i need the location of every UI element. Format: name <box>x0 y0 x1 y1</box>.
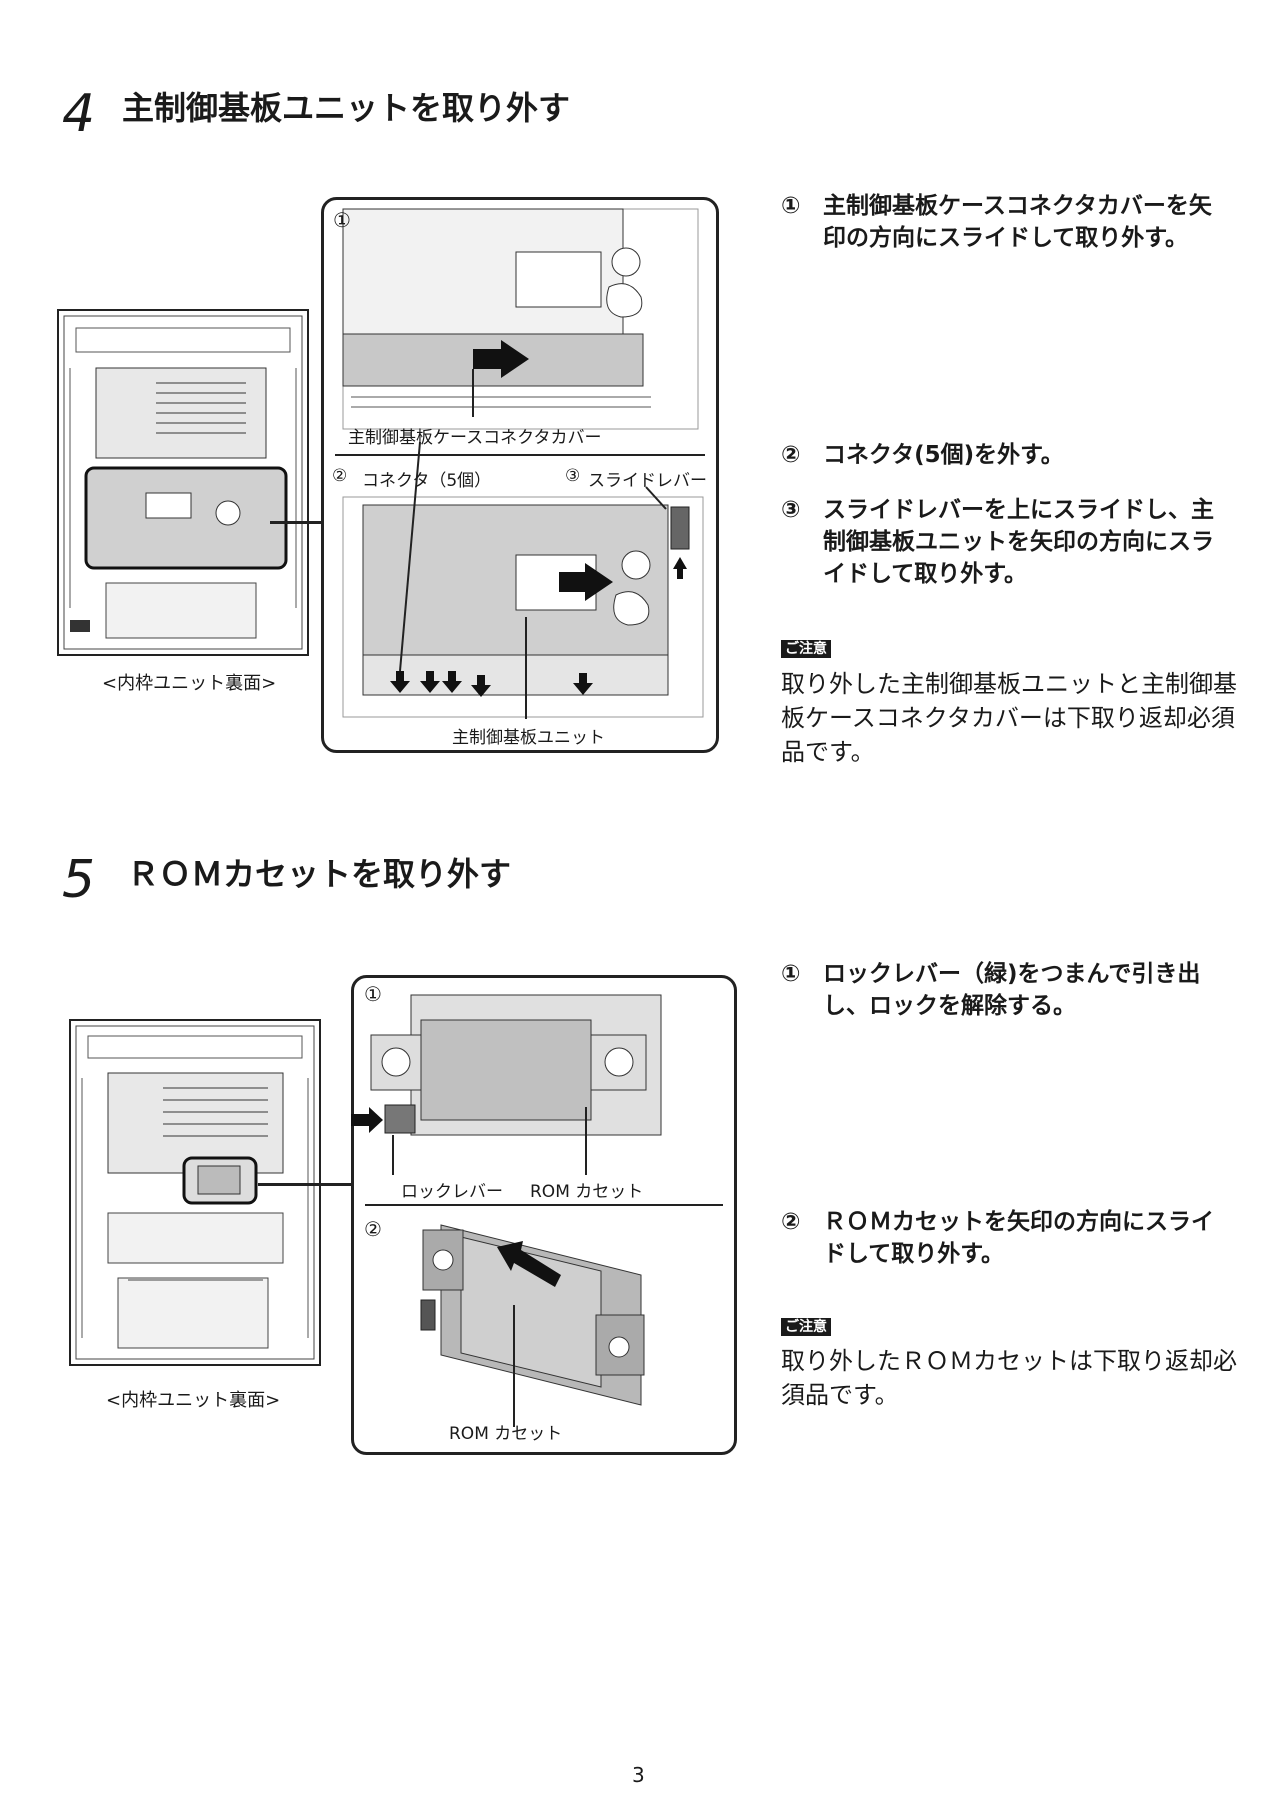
page-number: 3 <box>632 1763 645 1787</box>
section-5-title: ＲＯＭカセットを取り外す <box>127 855 512 893</box>
panel-2-number: ② <box>332 466 348 486</box>
section-5-panel-1-number: ① <box>364 982 382 1006</box>
section-4-number: 4 <box>62 84 96 144</box>
section-5-note-text: 取り外したＲＯＭカセットは下取り返却必須品です。 <box>781 1347 1237 1409</box>
section-5-note-badge: ご注意 <box>781 1318 831 1336</box>
section-4-note-badge: ご注意 <box>781 640 831 658</box>
figure-4-caption: <内枠ユニット裏面> <box>102 673 277 694</box>
panel-1-number: ① <box>333 208 351 232</box>
section-4-title: 主制御基板ユニットを取り外す <box>122 89 571 127</box>
inner-frame-back-illustration-5 <box>69 1019 321 1366</box>
figure-5-leader-line <box>258 1183 353 1186</box>
section-5-step-2: ② ＲＯＭカセットを矢印の方向にスライドして取り外す。 <box>781 1209 1214 1267</box>
section-5-step-1: ① ロックレバー（緑)をつまんで引き出し、ロックを解除する。 <box>781 961 1201 1019</box>
section-4-step-3: ③ スライドレバーを上にスライドし、主制御基板ユニットを矢印の方向にスライドして… <box>781 497 1214 587</box>
figure-4-leader-line <box>270 521 322 524</box>
callout-slide-lever: スライドレバー <box>588 471 707 491</box>
section-5-panel-2-number: ② <box>364 1217 382 1241</box>
callout-lock-lever: ロックレバー <box>401 1182 503 1202</box>
section-4-step-2: ② コネクタ(5個)を外す。 <box>781 442 1064 468</box>
figure-5-caption: <内枠ユニット裏面> <box>106 1390 281 1411</box>
callout-main-board-unit: 主制御基板ユニット <box>452 728 605 748</box>
section-4-note-text: 取り外した主制御基板ユニットと主制御基板ケースコネクタカバーは下取り返却必須品で… <box>781 670 1237 766</box>
section-4-step-1: ① 主制御基板ケースコネクタカバーを矢印の方向にスライドして取り外す。 <box>781 193 1212 251</box>
main-board-detail-figure <box>321 197 719 753</box>
inner-frame-back-illustration-4 <box>57 309 309 656</box>
callout-connectors: コネクタ（5個） <box>362 471 492 491</box>
callout-rom-cassette-1: ROM カセット <box>530 1182 644 1202</box>
panel-3-number: ③ <box>565 466 581 486</box>
section-5-number: 5 <box>62 850 96 910</box>
callout-connector-cover: 主制御基板ケースコネクタカバー <box>348 428 602 448</box>
rom-cassette-detail-figure <box>351 975 737 1455</box>
callout-rom-cassette-2: ROM カセット <box>449 1424 563 1444</box>
